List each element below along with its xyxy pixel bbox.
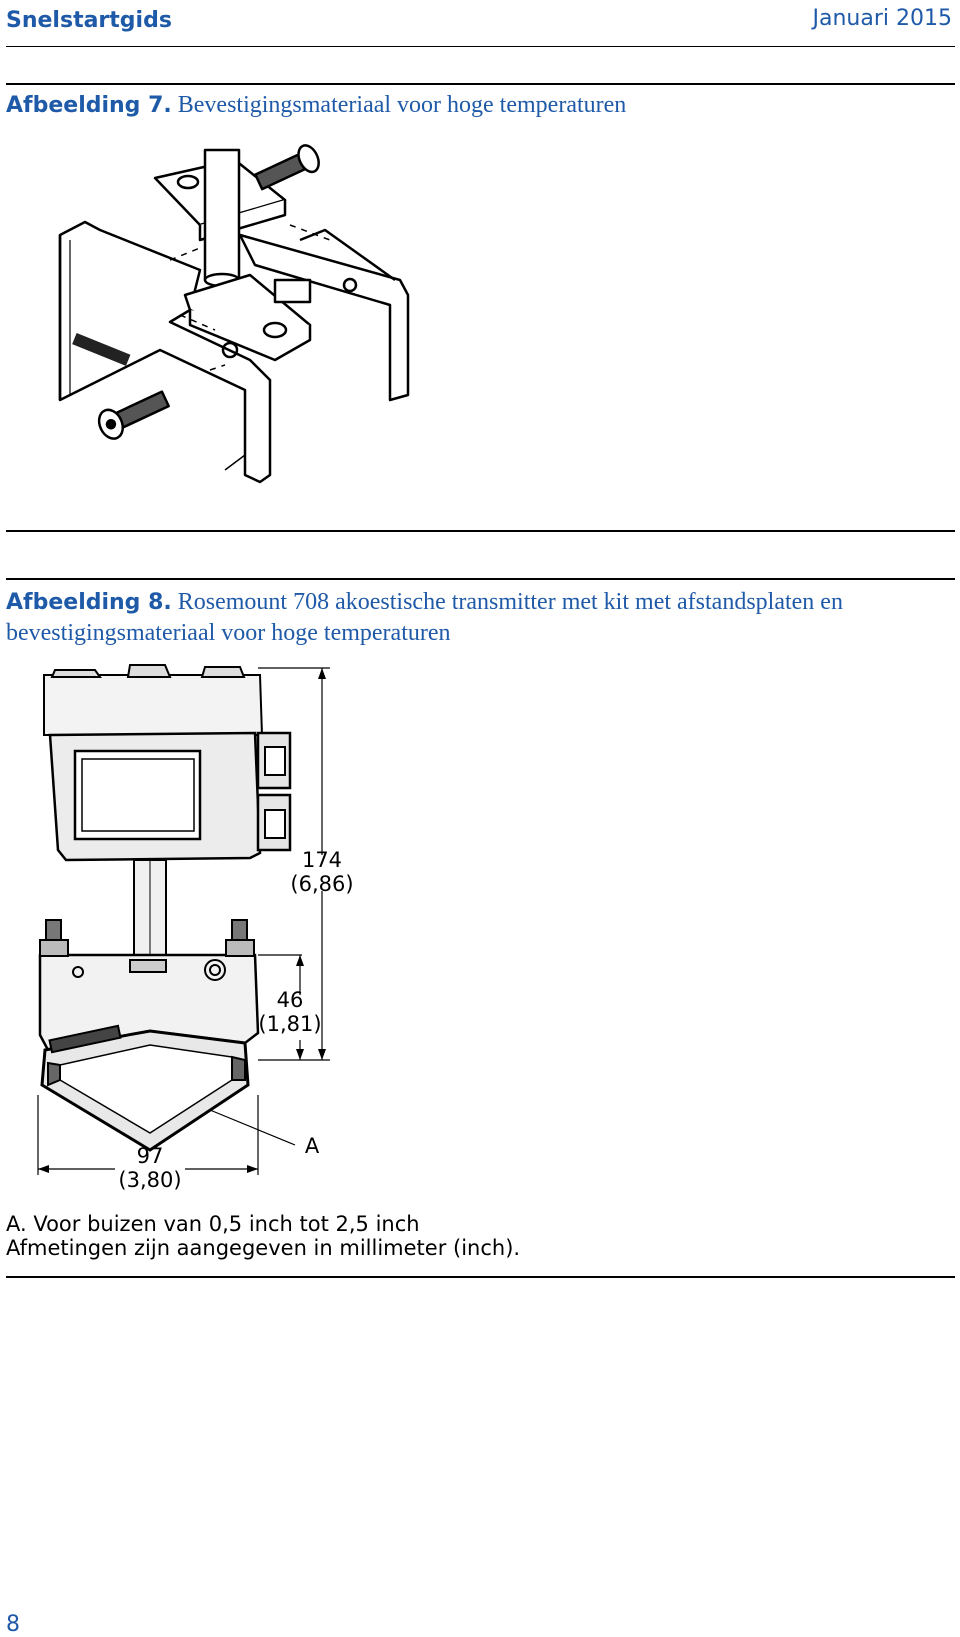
- transmitter-head: [43, 674, 264, 736]
- dim-total-height-mm: 174: [302, 848, 342, 872]
- figure8-note-units: Afmetingen zijn aangegeven in millimeter…: [6, 1236, 521, 1260]
- figure7-illustration: [58, 144, 410, 484]
- dim-width-in: (3,80): [118, 1168, 181, 1192]
- dim-plate-height-in: (1,81): [258, 1012, 321, 1036]
- figure8-note-a: A. Voor buizen van 0,5 inch tot 2,5 inch: [6, 1212, 420, 1236]
- callout-a: A: [305, 1134, 320, 1158]
- figure7-label: Afbeelding 7.: [6, 93, 172, 118]
- document-title: Snelstartgids: [6, 8, 172, 33]
- figure7-bottom-rule: [6, 530, 955, 532]
- document-date: Januari 2015: [812, 6, 952, 31]
- figure8-top-rule: [6, 578, 955, 580]
- figure8-illustration: 174 (6,86) 46 (1,81) 97 (3,80) A: [37, 664, 354, 1192]
- figure8-label: Afbeelding 8.: [6, 590, 172, 615]
- dim-total-height-in: (6,86): [290, 872, 353, 896]
- figure7-caption: Afbeelding 7. Bevestigingsmateriaal voor…: [6, 90, 956, 121]
- dim-width-mm: 97: [137, 1144, 164, 1168]
- figure7-title: Bevestigingsmateriaal voor hoge temperat…: [177, 92, 627, 118]
- figure8-caption: Afbeelding 8. Rosemount 708 akoestische …: [6, 587, 956, 648]
- page-number: 8: [6, 1612, 20, 1637]
- figure8-title: Rosemount 708 akoestische transmitter me…: [6, 589, 843, 646]
- dim-plate-height-mm: 46: [277, 988, 304, 1012]
- header-rule: [6, 46, 955, 47]
- page-header: Snelstartgids Januari 2015: [0, 0, 960, 48]
- figure8-bottom-rule: [6, 1276, 955, 1278]
- figure7-top-rule: [6, 83, 955, 85]
